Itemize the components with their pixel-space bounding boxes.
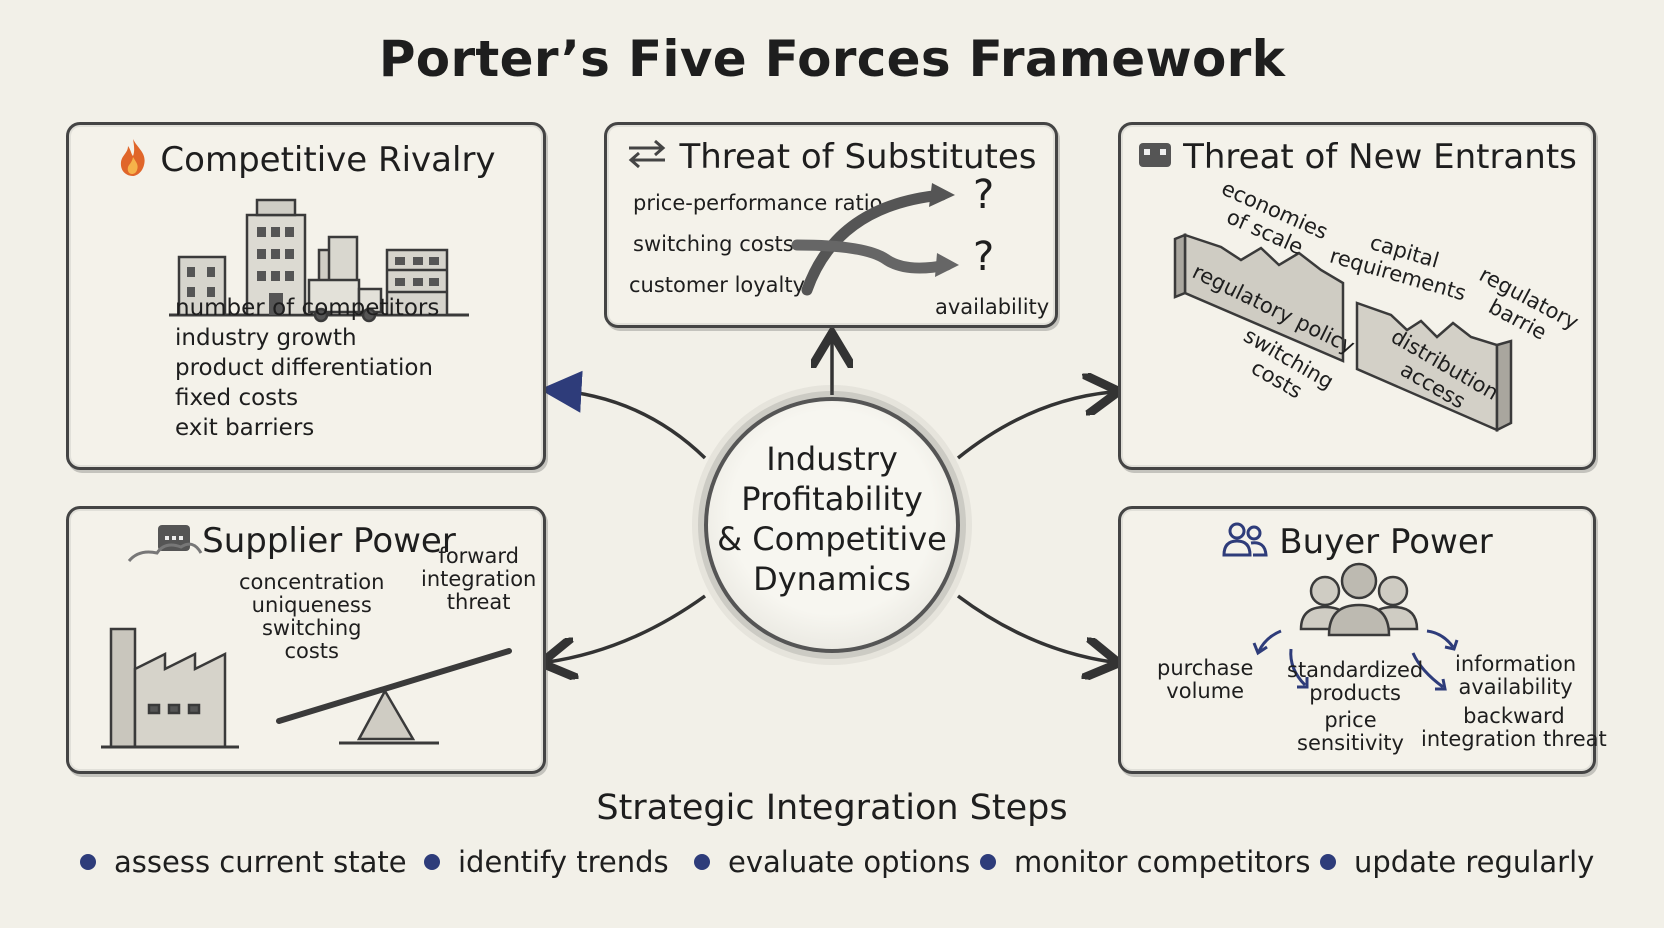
step-item: identify trends (424, 845, 669, 879)
arrow-to-rivalry (539, 370, 707, 460)
list-item: product differentiation (175, 355, 433, 381)
arrow-to-supplier (548, 594, 707, 662)
supplier-forward-integration-label: forward integration threat (421, 544, 537, 614)
panel-threat-of-new-entrants: Threat of New Entrants economies of scal… (1118, 122, 1596, 470)
buyer-factor-label: price sensitivity (1297, 708, 1404, 755)
step-item: evaluate options (694, 845, 970, 879)
panel-threat-of-substitutes: Threat of Substitutes price-performance … (604, 122, 1058, 328)
hub-line: Dynamics (753, 560, 911, 598)
steps-list: assess current state identify trends eva… (0, 845, 1664, 885)
hub-line: Profitability (741, 480, 923, 518)
buyer-factor-label: information availability (1455, 652, 1577, 699)
bullet-dot (1320, 854, 1336, 870)
panel-title-entrants: Threat of New Entrants (1183, 137, 1577, 177)
page-title: Porter’s Five Forces Framework (378, 30, 1286, 88)
panel-title-rivalry: Competitive Rivalry (160, 140, 496, 180)
step-label: evaluate options (728, 845, 971, 879)
step-label: monitor competitors (1014, 845, 1311, 879)
arrow-to-buyer (956, 594, 1112, 662)
substitute-label: price-performance ratio (633, 191, 883, 215)
swap-arrows-icon (625, 137, 669, 180)
list-item: number of competitors (175, 295, 440, 321)
buyer-factor-label: purchase volume (1157, 656, 1254, 703)
rivalry-factor-list: number of competitors industry growth pr… (175, 293, 439, 443)
panel-competitive-rivalry: Competitive Rivalry (66, 122, 546, 470)
question-mark: ? (973, 234, 995, 280)
supplier-factor-labels: concentration uniqueness switching costs (239, 570, 385, 663)
barrier-icon (1137, 139, 1173, 179)
step-item: update regularly (1320, 845, 1594, 879)
steps-title: Strategic Integration Steps (596, 788, 1068, 828)
step-item: assess current state (80, 845, 407, 879)
panel-title-substitutes: Threat of Substitutes (679, 137, 1037, 177)
panel-title-supplier: Supplier Power (202, 521, 456, 561)
step-item: monitor competitors (980, 845, 1310, 879)
factory-seesaw-icon (101, 542, 512, 749)
bullet-dot (80, 854, 96, 870)
substitute-label: availability (935, 295, 1050, 319)
arrow-to-entrants (956, 392, 1112, 460)
entry-barrier-wall-icon (1173, 233, 1513, 433)
hub-line: & Competitive (717, 520, 947, 558)
city-skyline-icon (169, 198, 469, 323)
step-label: identify trends (458, 845, 669, 879)
bullet-dot (694, 854, 710, 870)
crossing-arrows-icon (791, 183, 959, 296)
flame-icon (116, 137, 150, 186)
hub-industry-profitability: Industry Profitability & Competitive Dyn… (704, 397, 960, 653)
substitute-label: switching costs (633, 232, 794, 256)
step-label: update regularly (1354, 845, 1595, 879)
bullet-dot (980, 854, 996, 870)
substitute-label: customer loyalty (629, 273, 806, 297)
list-item: exit barriers (175, 415, 315, 441)
buyer-factor-label: standardized products (1287, 658, 1424, 705)
bullet-dot (424, 854, 440, 870)
step-label: assess current state (114, 845, 407, 879)
hub-line: Industry (766, 440, 898, 478)
question-mark: ? (973, 172, 995, 218)
list-item: industry growth (175, 325, 357, 351)
panel-title-buyer: Buyer Power (1279, 522, 1493, 562)
buyer-group-icon (1252, 562, 1459, 691)
panel-supplier-power: Supplier Power concentration uniqueness … (66, 506, 546, 774)
list-item: fixed costs (175, 385, 299, 411)
panel-buyer-power: Buyer Power purchase volume standardized… (1118, 506, 1607, 774)
buyer-factor-label: backward integration threat (1421, 704, 1607, 751)
users-icon (1221, 521, 1269, 566)
